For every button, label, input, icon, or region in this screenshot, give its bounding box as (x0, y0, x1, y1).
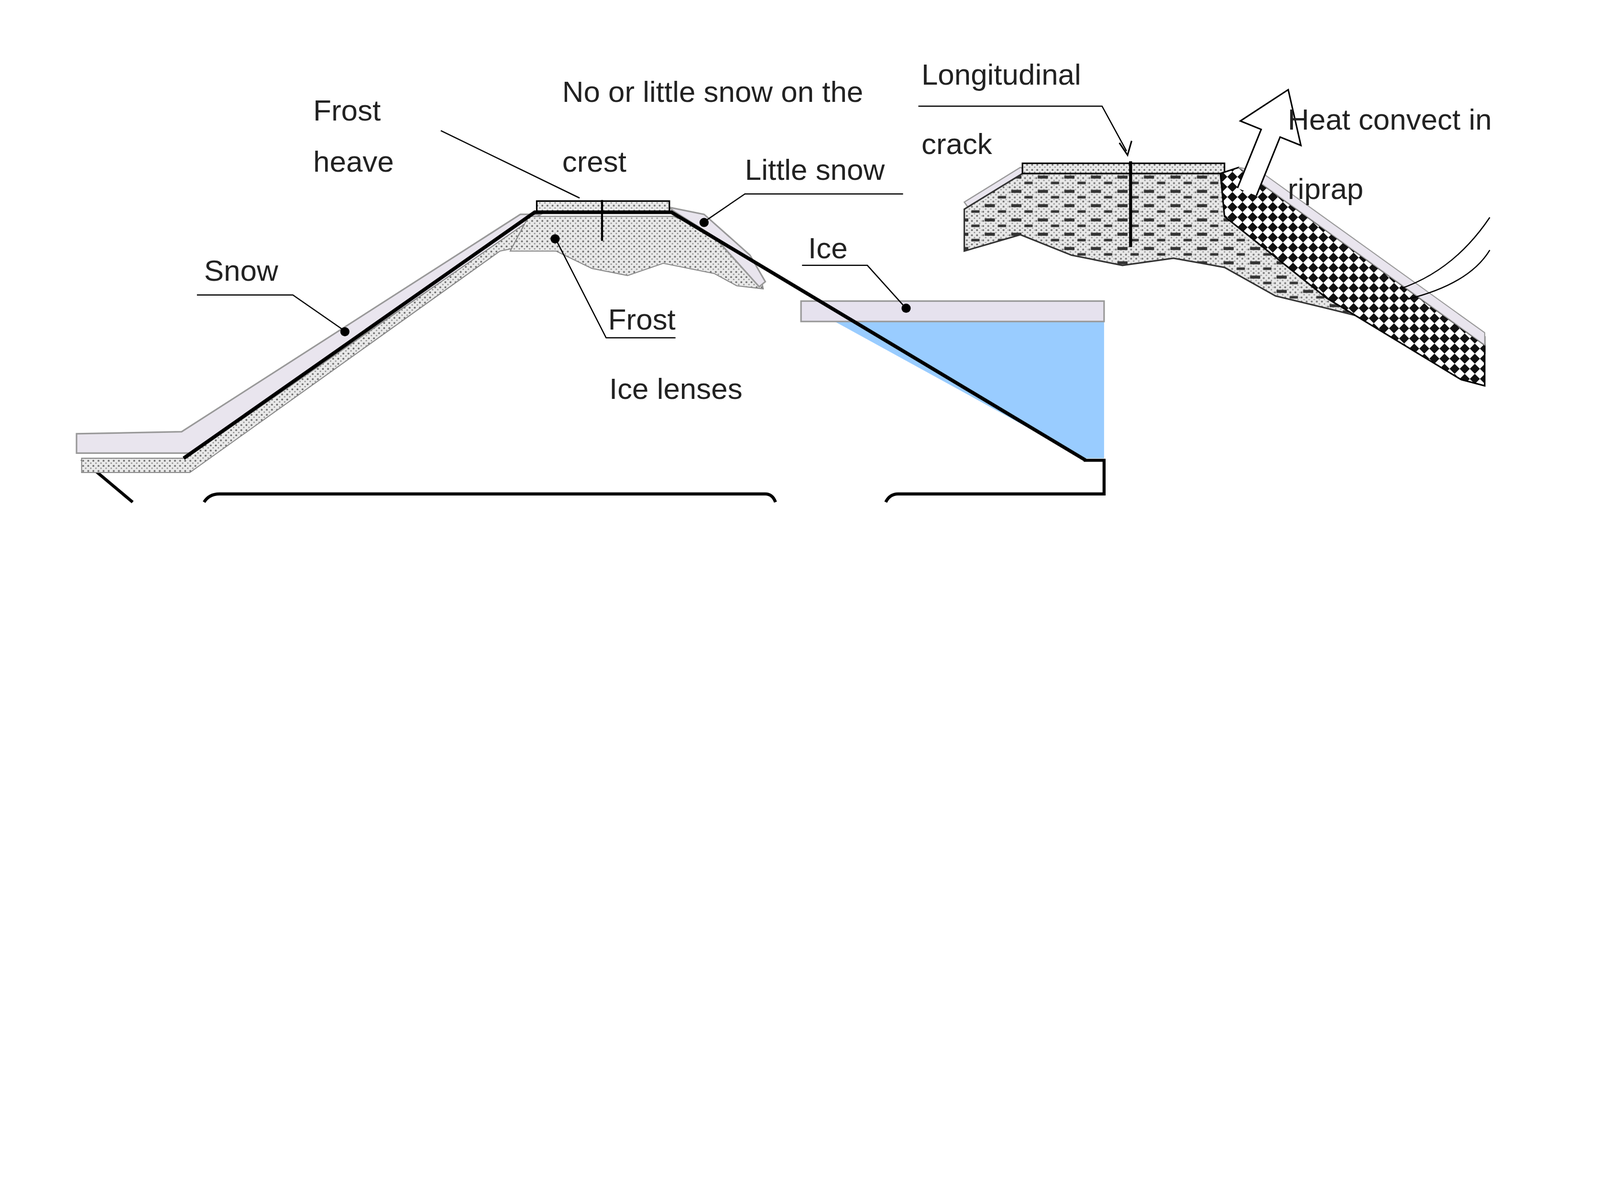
leader-dot (340, 327, 350, 337)
leader-line (440, 130, 580, 198)
frozen-zone (510, 216, 764, 289)
snow-layer (76, 214, 541, 453)
callout-label: Heat convect in riprap (1287, 84, 1508, 224)
leader-line (706, 193, 904, 220)
leader-line (197, 295, 343, 330)
heat-flow-line (1408, 250, 1491, 299)
callout-label: Longitudinal crack (921, 39, 1126, 179)
crack (601, 199, 603, 241)
callout-label: Frost heave (313, 84, 416, 187)
crest-layer (1022, 163, 1225, 174)
callout-label: Snow (204, 250, 279, 291)
callout-label: Little snow (745, 149, 885, 190)
heat-flow-line (1400, 217, 1491, 289)
leader-dot (901, 303, 911, 313)
arrowhead (1119, 140, 1132, 155)
leader-line (801, 265, 904, 307)
callout-label: Ice (808, 227, 848, 269)
leader-dot (550, 234, 560, 244)
callout-label: Ice lenses (609, 368, 743, 409)
dam-surface (183, 212, 1086, 461)
foundation-line (81, 459, 1105, 503)
crack (1128, 161, 1132, 247)
leader-dot (699, 218, 709, 228)
callout-label: Frost (608, 298, 676, 340)
frozen-soil (81, 218, 533, 473)
